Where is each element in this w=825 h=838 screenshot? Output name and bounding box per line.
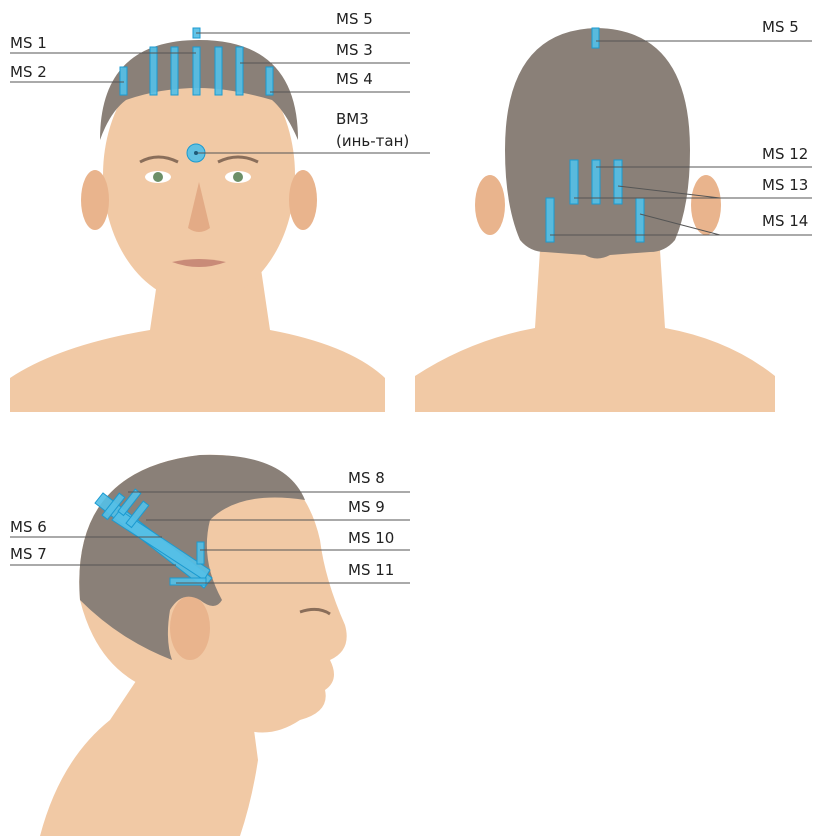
- front-left-ear: [81, 170, 109, 230]
- front-zone-ms3-b: [236, 47, 243, 95]
- side-zone-ms11: [170, 578, 206, 585]
- front-label-bm3-sub: (инь-тан): [336, 132, 409, 150]
- front-label-ms1: MS 1: [10, 34, 47, 52]
- side-label-ms8: MS 8: [348, 469, 385, 487]
- back-label-ms5: MS 5: [762, 18, 799, 36]
- front-right-iris: [233, 172, 243, 182]
- side-label-ms9: MS 9: [348, 498, 385, 516]
- back-hair: [505, 28, 690, 259]
- back-left-ear: [475, 175, 505, 235]
- front-label-ms4: MS 4: [336, 70, 373, 88]
- back-label-ms12: MS 12: [762, 145, 808, 163]
- front-zone-ms1-a: [150, 47, 157, 95]
- side-ear: [170, 596, 210, 660]
- back-zone-ms5: [592, 28, 599, 48]
- back-label-ms13: MS 13: [762, 176, 808, 194]
- side-label-ms7: MS 7: [10, 545, 47, 563]
- front-label-ms3: MS 3: [336, 41, 373, 59]
- front-zone-ms1-c: [193, 47, 200, 95]
- side-zone-ms10: [197, 542, 204, 564]
- front-left-iris: [153, 172, 163, 182]
- front-zone-ms1-b: [171, 47, 178, 95]
- back-head-view: MS 5 MS 12 MS 13 MS 14: [415, 18, 812, 412]
- front-right-ear: [289, 170, 317, 230]
- front-label-bm3: BM3: [336, 110, 369, 128]
- front-head-view: MS 1 MS 2 MS 5 MS 3 MS 4 BM3 (инь-тан): [10, 10, 430, 412]
- front-zone-ms3-a: [215, 47, 222, 95]
- side-head-view: MS 6 MS 7 MS 8 MS 9 MS 10 MS 11: [10, 455, 410, 836]
- back-neck-shoulders: [415, 250, 775, 412]
- side-label-ms10: MS 10: [348, 529, 394, 547]
- front-dot-bm3: [194, 151, 198, 155]
- front-zone-ms4: [266, 67, 273, 95]
- back-zone-ms12-a: [570, 160, 578, 204]
- front-label-ms5: MS 5: [336, 10, 373, 28]
- back-right-ear: [691, 175, 721, 235]
- side-label-ms11: MS 11: [348, 561, 394, 579]
- front-label-ms2: MS 2: [10, 63, 47, 81]
- side-label-ms6: MS 6: [10, 518, 47, 536]
- front-zone-ms2: [120, 67, 127, 95]
- back-label-ms14: MS 14: [762, 212, 808, 230]
